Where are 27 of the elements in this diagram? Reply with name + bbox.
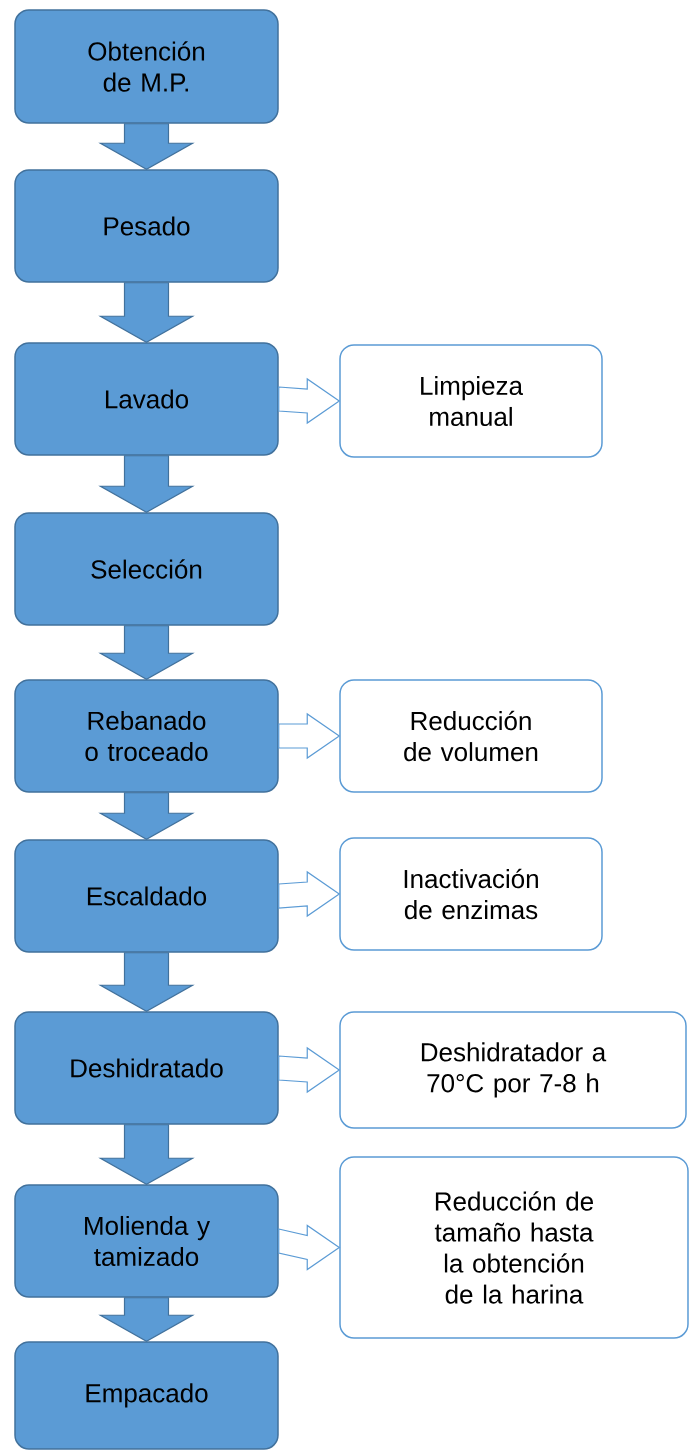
process-box: Empacado [14,1341,279,1450]
block-arrow [98,792,195,840]
note-box: Limpieza manual [339,344,603,458]
block-arrow [278,1224,341,1271]
block-arrow [278,1046,341,1094]
process-box: Molienda y tamizado [14,1184,279,1298]
block-arrow [98,123,195,170]
block-arrow [98,1124,195,1185]
note-box: Reducción de tamaño hasta la obtención de la harina [339,1156,689,1339]
process-box: Pesado [14,169,279,283]
process-box: Rebanado o troceado [14,679,279,793]
block-arrow [278,870,341,918]
block-arrow [278,377,341,425]
process-box: Selección [14,512,279,626]
process-box: Lavado [14,342,279,456]
process-box: Escaldado [14,839,279,953]
block-arrow [278,712,341,760]
note-box: Reducción de volumen [339,679,603,793]
block-arrow [98,282,195,343]
note-box: Inactivación de enzimas [339,837,603,951]
process-box: Deshidratado [14,1011,279,1125]
block-arrow [98,455,195,513]
note-box: Deshidratador a 70°C por 7-8 h [339,1011,687,1129]
block-arrow [98,1297,195,1342]
block-arrow [98,952,195,1012]
block-arrow [98,625,195,680]
process-box: Obtención de M.P. [14,9,279,124]
